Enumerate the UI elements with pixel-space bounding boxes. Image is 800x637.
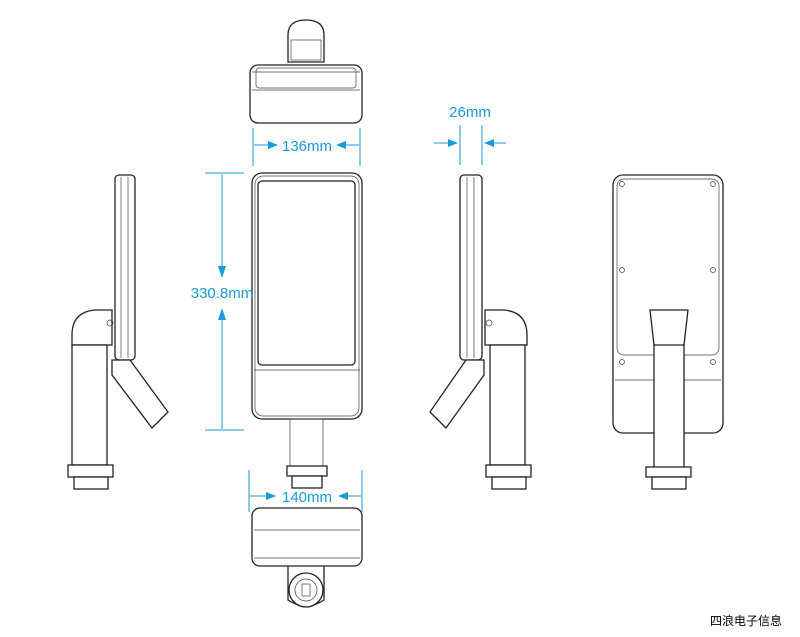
right-side-view <box>429 174 532 490</box>
dimension-label-width-top: 136mm <box>282 138 332 155</box>
dimension-width-base: 140mm <box>248 470 363 512</box>
dimension-label-height: 330.8mm <box>191 285 254 302</box>
top-view <box>249 19 363 124</box>
dimension-height: 330.8mm <box>191 172 254 431</box>
back-view <box>612 174 724 490</box>
left-side-view <box>67 174 169 490</box>
dimension-label-depth: 26mm <box>449 104 491 121</box>
front-view <box>251 172 363 489</box>
dimension-label-width-base: 140mm <box>282 489 332 506</box>
brand-label: 四浪电子信息 <box>710 614 783 628</box>
bottom-view <box>251 507 363 608</box>
dimension-width-top: 136mm <box>252 128 361 166</box>
dimension-depth: 26mm <box>434 104 506 165</box>
